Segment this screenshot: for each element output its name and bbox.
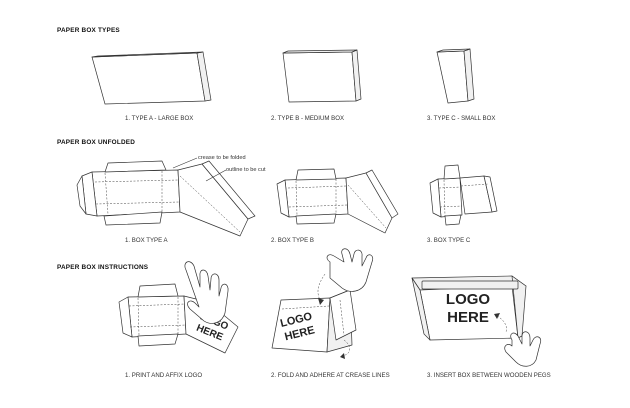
box-type-c-illustration [436,48,475,104]
caption-unfolded-c: 3. BOX TYPE C [427,237,471,244]
step-1-illustration: LOGO HERE [118,261,239,354]
step-3-illustration: LOGO HERE [411,275,542,367]
section-title-unfolded: PAPER BOX UNFOLDED [57,139,136,146]
section-title-types: PAPER BOX TYPES [57,27,120,34]
caption-step-3: 3. INSERT BOX BETWEEN WOODEN PEGS [427,372,551,379]
caption-type-b: 2. TYPE B - MEDIUM BOX [271,115,345,122]
step-2-illustration: LOGO HERE [271,248,374,359]
note-crease: crease to be folded [198,155,246,161]
caption-step-2: 2. FOLD AND ADHERE AT CREASE LINES [271,372,390,379]
note-outline: outline to be cut [226,167,266,173]
net-type-a [76,157,256,237]
net-type-c [429,164,498,226]
hand-icon-2 [326,248,374,292]
step-3-logo-line-1: LOGO [446,291,490,308]
hand-icon-3 [504,331,542,367]
section-title-instructions: PAPER BOX INSTRUCTIONS [57,264,149,271]
arrow-left-icon [340,353,345,359]
net-type-b [276,168,399,234]
arrow-down-icon [318,298,324,305]
caption-type-a: 1. TYPE A - LARGE BOX [125,115,194,122]
arrow-up-icon [494,313,500,319]
caption-step-1: 1. PRINT AND AFFIX LOGO [125,372,203,379]
box-type-a-illustration [91,51,212,105]
hand-icon [184,261,229,324]
box-type-b-illustration [282,49,362,103]
caption-type-c: 3. TYPE C - SMALL BOX [427,115,496,122]
caption-unfolded-b: 2. BOX TYPE B [271,237,314,244]
caption-unfolded-a: 1. BOX TYPE A [125,237,168,244]
step-3-logo-line-2: HERE [447,309,489,326]
